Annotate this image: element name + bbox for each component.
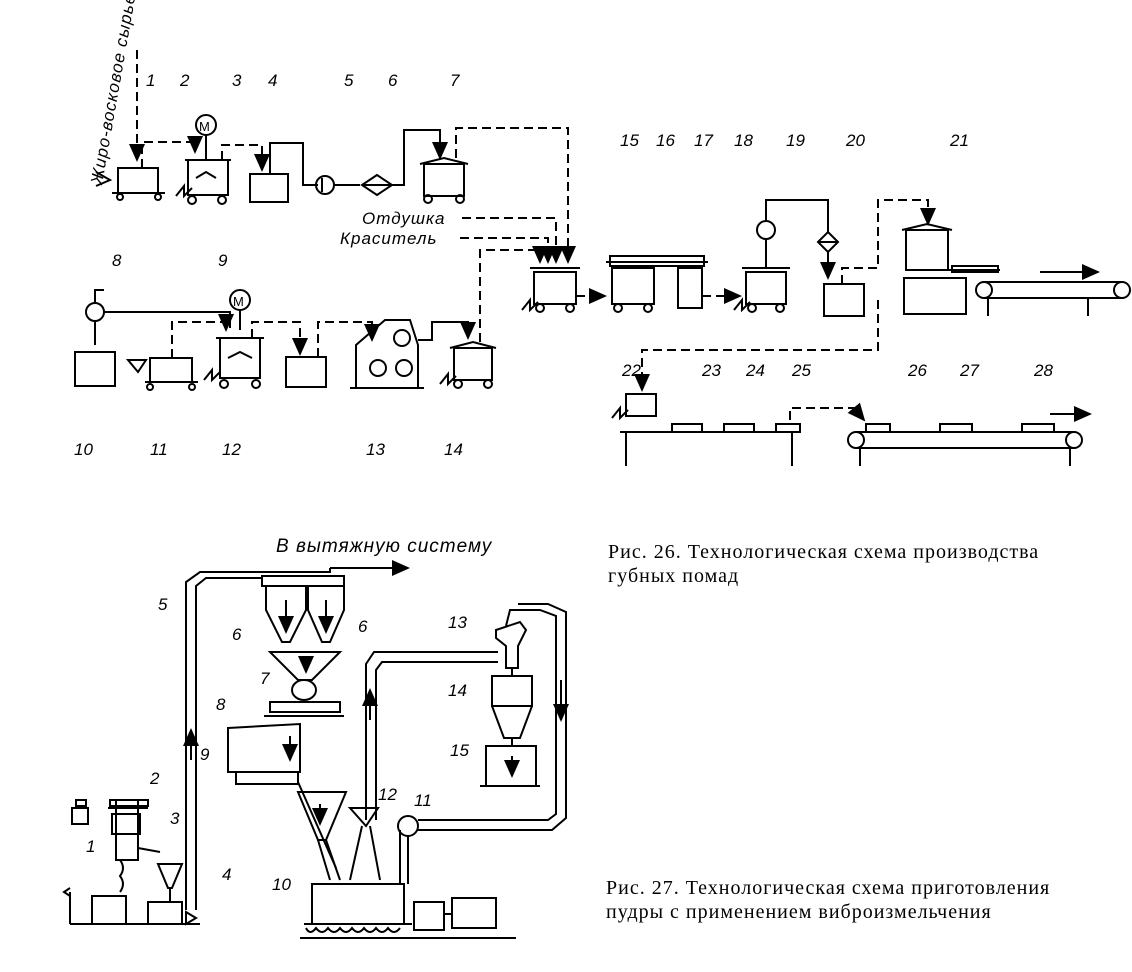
svg-text:22: 22 (621, 361, 641, 380)
equipment-22-25-cooling-table (611, 393, 801, 466)
equipment-11-fan (397, 603, 569, 884)
svg-text:25: 25 (791, 361, 811, 380)
svg-text:7: 7 (260, 669, 270, 688)
svg-text:18: 18 (734, 131, 753, 150)
svg-text:6: 6 (388, 71, 398, 90)
svg-text:3: 3 (170, 809, 180, 828)
svg-text:15: 15 (620, 131, 639, 150)
svg-text:23: 23 (701, 361, 721, 380)
figure-27-caption: Рис. 27. Технологическая схема приготовл… (606, 877, 1051, 923)
equipment-7-vessel (419, 156, 469, 204)
equipment-12-reactor (203, 337, 264, 389)
equipment-14-cyclone (491, 668, 533, 746)
equipment-5-pump (315, 175, 335, 195)
svg-text:2: 2 (149, 769, 160, 788)
figure-27-position-numbers: 1 2 3 4 5 6 6 7 8 9 10 11 12 13 14 15 (86, 595, 469, 894)
figure-27-diagram: В вытяжную систему (62, 536, 569, 939)
equipment-7-feeder (267, 651, 343, 701)
equipment-17-vessel (733, 267, 790, 313)
svg-text:М: М (233, 294, 244, 309)
svg-text:8: 8 (216, 695, 226, 714)
raw-material-label: Жиро-восковое сырье (87, 0, 139, 187)
svg-text:26: 26 (907, 361, 927, 380)
equipment-21-filling-machine (901, 222, 1131, 316)
svg-text:4: 4 (268, 71, 277, 90)
equipment-3-melting-reactor (175, 159, 231, 205)
equipment-20-filter (816, 230, 840, 254)
svg-text:9: 9 (218, 251, 228, 270)
svg-text:15: 15 (450, 741, 469, 760)
equipment-4-tank (249, 173, 289, 203)
equipment-11-cart (125, 357, 198, 391)
equipment-9-vibro-mill (227, 722, 301, 785)
svg-text:16: 16 (656, 131, 675, 150)
equipment-8-vibrator (269, 701, 341, 713)
equipment-10-tank (74, 351, 116, 387)
motor-2: М (195, 114, 217, 160)
svg-text:20: 20 (845, 131, 865, 150)
svg-text:12: 12 (378, 785, 397, 804)
svg-text:11: 11 (150, 440, 168, 459)
figure-26-diagram: Жиро-восковое сырье М (74, 0, 1131, 466)
svg-text:13: 13 (366, 440, 385, 459)
svg-text:14: 14 (444, 440, 463, 459)
figure-26-caption: Рис. 26. Технологическая схема производс… (608, 541, 1040, 587)
equipment-15-vessel (521, 267, 580, 313)
svg-text:5: 5 (344, 71, 354, 90)
equipment-1-scale (95, 167, 165, 201)
svg-text:10: 10 (272, 875, 291, 894)
svg-text:5: 5 (158, 595, 168, 614)
svg-text:19: 19 (786, 131, 805, 150)
svg-text:21: 21 (949, 131, 969, 150)
svg-text:14: 14 (448, 681, 467, 700)
dye-label: Краситель (340, 229, 437, 248)
svg-text:3: 3 (232, 71, 242, 90)
svg-text:1: 1 (86, 837, 95, 856)
svg-text:28: 28 (1033, 361, 1053, 380)
receiving-tank (823, 283, 865, 317)
fragrance-label: Отдушка (362, 209, 446, 228)
equipment-15-container (480, 745, 540, 787)
svg-text:М: М (199, 119, 210, 134)
svg-text:13: 13 (448, 613, 467, 632)
svg-text:12: 12 (222, 440, 241, 459)
svg-text:4: 4 (222, 865, 231, 884)
equipment-14-vessel (439, 340, 497, 389)
equipment-10-vibro-mill (300, 883, 516, 939)
motor-9: М (229, 289, 251, 330)
svg-text:24: 24 (745, 361, 765, 380)
svg-text:2: 2 (179, 71, 190, 90)
svg-text:27: 27 (959, 361, 979, 380)
svg-text:7: 7 (450, 71, 460, 90)
equipment-13-roll-mill (350, 319, 424, 389)
svg-text:6: 6 (232, 625, 242, 644)
equipment-13-separator (495, 620, 528, 669)
equipment-1-4-loading-section (62, 799, 200, 926)
svg-text:10: 10 (74, 440, 93, 459)
svg-text:6: 6 (358, 617, 368, 636)
svg-text:1: 1 (146, 71, 155, 90)
figure-26-position-numbers: 1 2 3 4 5 6 7 8 9 10 11 12 13 14 15 16 1… (74, 71, 1053, 459)
exhaust-label: В вытяжную систему (276, 536, 493, 557)
equipment-8-pump (85, 302, 105, 345)
equipment-6-cyclones (261, 575, 345, 643)
svg-text:9: 9 (200, 745, 210, 764)
intermediate-tank (285, 356, 327, 388)
svg-text:11: 11 (414, 791, 432, 810)
equipment-18-pump (756, 220, 776, 240)
equipment-26-28-conveyor (847, 423, 1083, 466)
equipment-6-filter (360, 173, 394, 197)
svg-text:8: 8 (112, 251, 122, 270)
svg-text:17: 17 (694, 131, 713, 150)
equipment-16-vessel (606, 255, 708, 313)
